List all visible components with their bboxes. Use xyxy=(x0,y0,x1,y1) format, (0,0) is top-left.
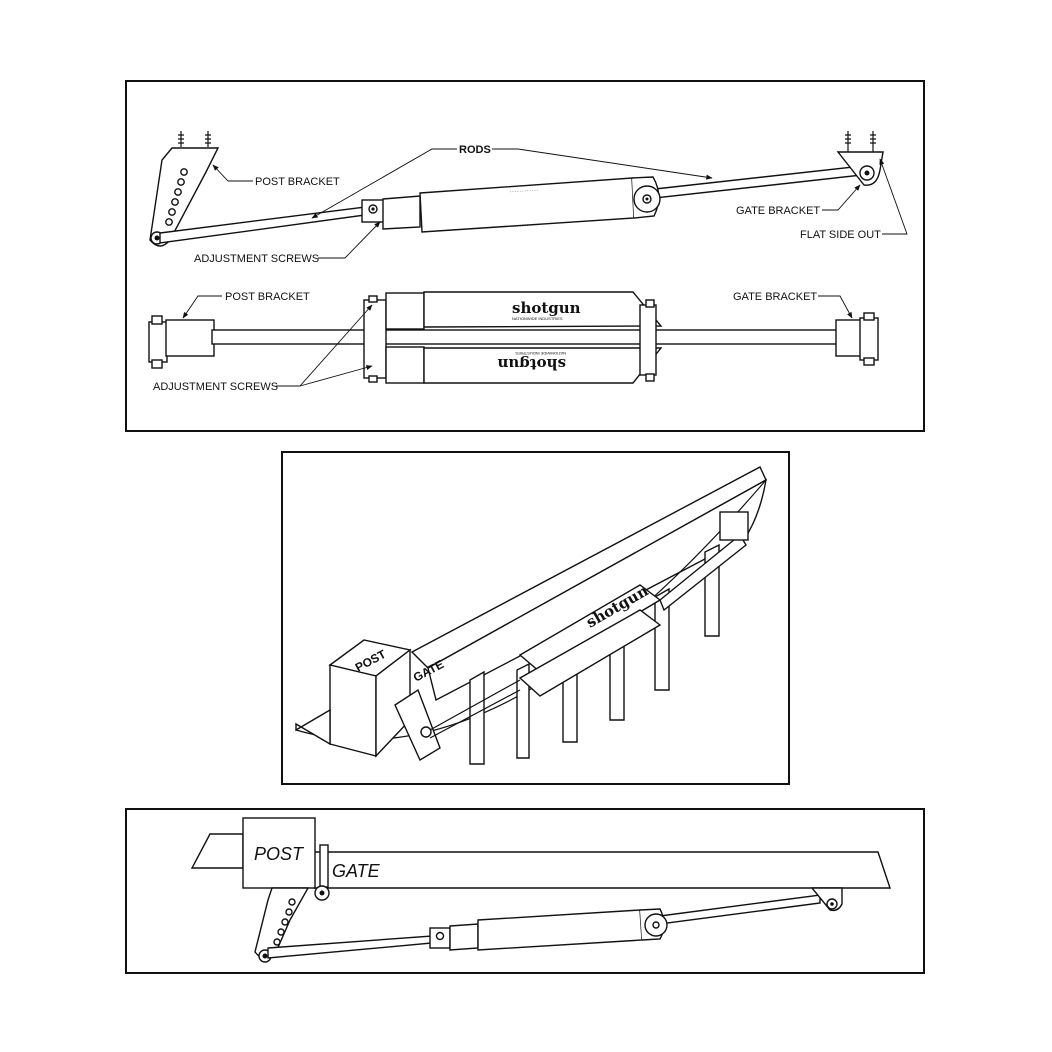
post-bracket-perspective xyxy=(394,688,441,762)
svg-text:- - - - - - - - - - - -: - - - - - - - - - - - - xyxy=(510,222,539,229)
post-block: POST GATE xyxy=(295,639,446,758)
gate-bracket-label-top: GATE BRACKET xyxy=(733,291,817,303)
gate-bracket-top xyxy=(835,312,879,366)
panel-installed-side-view: POST GATE xyxy=(125,808,925,974)
brand-name-bottom: shotgun xyxy=(497,355,566,373)
adjustment-screws-label-top: ADJUSTMENT SCREWS xyxy=(153,381,278,393)
side-view-callouts: RODS POST BRACKET GATE BRACKET FLAT SIDE… xyxy=(194,144,908,265)
panel-side-and-top-view: - - - - - - - - - - - - - - - - - - - - … xyxy=(125,80,925,432)
panel-perspective-view: POST GATE shotgun xyxy=(281,451,790,785)
brand-sub-top: NATIONWIDE INDUSTRIES xyxy=(512,316,563,321)
top-view-callouts: POST BRACKET GATE BRACKET ADJUSTMENT SCR… xyxy=(153,291,853,393)
post-bracket-top xyxy=(148,315,215,369)
brand-sub-bottom: NATIONWIDE INDUSTRIES xyxy=(515,351,566,356)
adjustment-screws-label: ADJUSTMENT SCREWS xyxy=(194,253,319,265)
post-tag-3: POST xyxy=(254,844,305,864)
gate-tag-3: GATE xyxy=(332,861,381,881)
flat-side-out-label: FLAT SIDE OUT xyxy=(800,229,881,241)
gate-bracket-label: GATE BRACKET xyxy=(736,205,820,217)
gate-bracket-side xyxy=(836,131,884,186)
post-bracket-label-top: POST BRACKET xyxy=(225,291,310,303)
svg-text:- - - - - - - - - - - -: - - - - - - - - - - - - xyxy=(510,187,539,194)
rod-top xyxy=(211,329,838,345)
rods-label: RODS xyxy=(459,144,491,156)
closer-cylinder-top: shotgun NATIONWIDE INDUSTRIES shotgun NA… xyxy=(363,291,663,384)
brand-name-top: shotgun xyxy=(512,299,581,317)
post-bracket-label: POST BRACKET xyxy=(255,176,340,188)
post-bracket-side xyxy=(149,131,220,247)
closer-cylinder-side: - - - - - - - - - - - - - - - - - - - - … xyxy=(361,176,661,233)
post-box xyxy=(242,817,316,889)
